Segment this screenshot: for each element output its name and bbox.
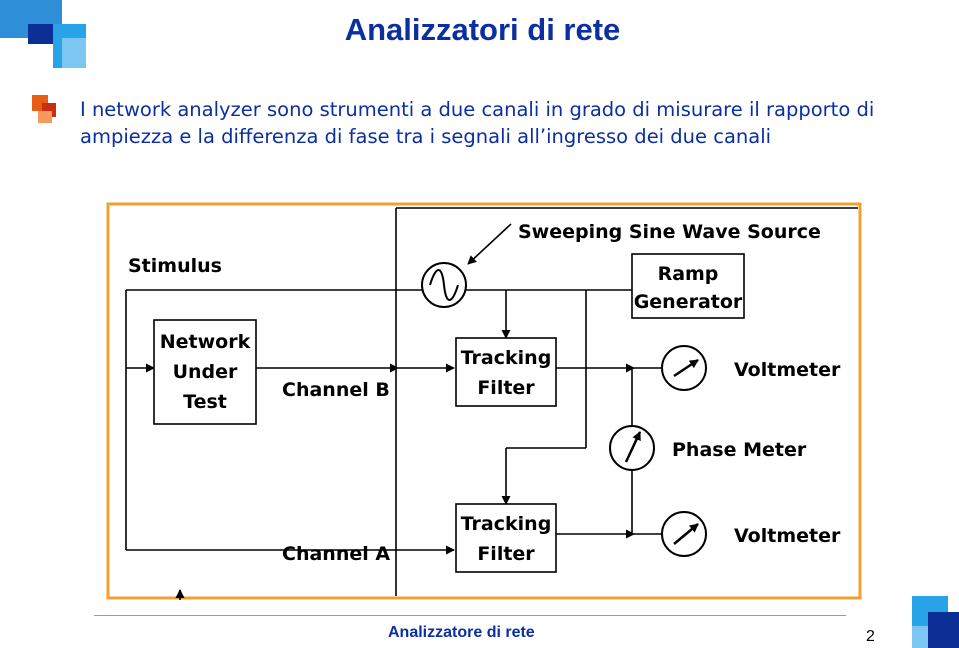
ramp-label-2: Generator [634, 291, 743, 313]
filter-b-label-2: Filter [477, 377, 535, 399]
analyzer-enclosure [395, 207, 858, 596]
slide-body-text: I network analyzer sono strumenti a due … [80, 98, 875, 148]
phase-meter-icon [609, 425, 655, 471]
nut-box [153, 319, 257, 425]
voltmeter-top-icon [661, 345, 707, 391]
stimulus-label: Stimulus [128, 255, 222, 277]
page-number: 2 [866, 628, 875, 645]
voltmeter-top-label: Voltmeter [734, 359, 841, 381]
filter-a-label-1: Tracking [461, 513, 552, 535]
filter-a-label-2: Filter [477, 543, 535, 565]
nut-label-2: Under [173, 361, 238, 383]
footer-divider [94, 615, 846, 616]
channel-b-label: Channel B [282, 379, 390, 401]
voltmeter-bottom-label: Voltmeter [734, 525, 841, 547]
logo-square-pale [62, 38, 86, 68]
phase-meter-label: Phase Meter [672, 439, 807, 461]
bullet-icon [28, 95, 58, 127]
ramp-generator-box [631, 253, 745, 319]
footer-title: Analizzatore di rete [388, 624, 535, 641]
tracking-filter-a-box [455, 503, 557, 573]
voltmeter-bottom-icon [661, 511, 707, 557]
logo-square-dark [928, 612, 959, 648]
channel-a-label: Channel A [282, 543, 390, 565]
filter-b-label-1: Tracking [461, 347, 552, 369]
nut-label-1: Network [160, 331, 251, 353]
logo-square-pale [912, 626, 928, 648]
tracking-filter-b-box [455, 337, 557, 407]
nut-label-3: Test [183, 391, 227, 413]
source-label: Sweeping Sine Wave Source [518, 221, 821, 243]
slide-title: Analizzatori di rete [344, 12, 621, 47]
network-analyzer-diagram: Sweeping Sine Wave Source Stimulus Ramp … [106, 202, 862, 600]
ramp-label-1: Ramp [658, 263, 719, 285]
